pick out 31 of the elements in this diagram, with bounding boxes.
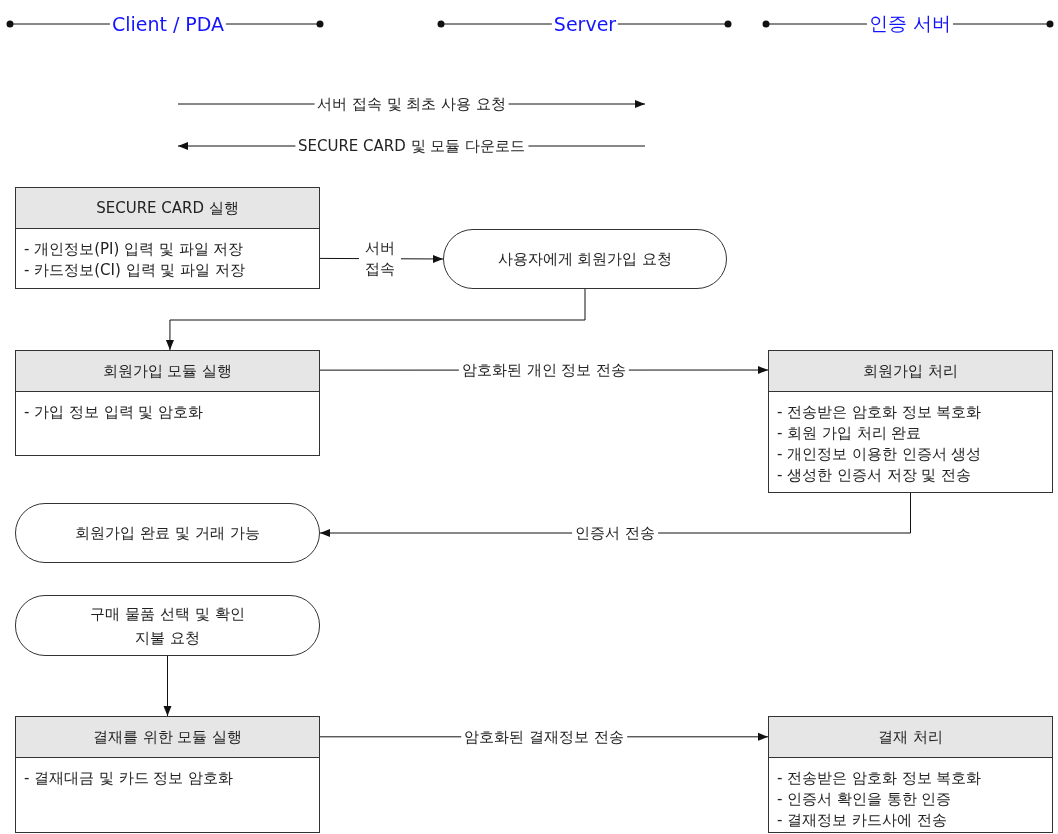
bullet-text: - 카드정보(CI) 입력 및 파일 저장 — [23, 260, 246, 281]
bullet-text: - 개인정보(PI) 입력 및 파일 저장 — [23, 239, 245, 260]
process-box — [15, 716, 320, 833]
terminal-box — [15, 503, 320, 563]
bullet-text: - 회원 가입 처리 완료 — [776, 423, 923, 444]
box-header: 회원가입 처리 — [769, 351, 1052, 392]
bullet-text: - 결재정보 카드사에 전송 — [776, 810, 948, 831]
edge-label: 서버 접속 — [359, 238, 401, 280]
process-box — [768, 350, 1053, 493]
process-box — [15, 350, 320, 456]
arrow — [163, 655, 172, 717]
terminal-box — [443, 229, 727, 289]
box-header: 회원가입 모듈 실행 — [16, 351, 319, 392]
bullet-text: - 전송받은 암호화 정보 복호화 — [776, 402, 983, 423]
terminal-box — [15, 595, 320, 656]
box-header: SECURE CARD 실행 — [16, 188, 319, 229]
node-text: 사용자에게 회원가입 요청 — [496, 249, 674, 270]
bullet-text: - 전송받은 암호화 정보 복호화 — [776, 768, 983, 789]
box-header: 결재를 위한 모듈 실행 — [16, 717, 319, 758]
box-header: 결재 처리 — [769, 717, 1052, 758]
bullet-text: - 생성한 인증서 저장 및 전송 — [776, 465, 973, 486]
bullet-text: - 인증서 확인을 통한 인증 — [776, 789, 953, 810]
process-box — [15, 187, 320, 289]
bullet-text: - 결재대금 및 카드 정보 암호화 — [23, 768, 235, 789]
node-text: 회원가입 완료 및 거래 가능 — [74, 523, 261, 544]
bullet-text: - 가입 정보 입력 및 암호화 — [23, 402, 205, 423]
bullet-text: - 개인정보 이용한 인증서 생성 — [776, 444, 983, 465]
arrow — [165, 288, 586, 351]
node-text: 구매 물품 선택 및 확인 지불 요청 — [89, 603, 246, 649]
lane-title: Client / PDA — [109, 13, 227, 35]
process-box — [768, 716, 1053, 833]
